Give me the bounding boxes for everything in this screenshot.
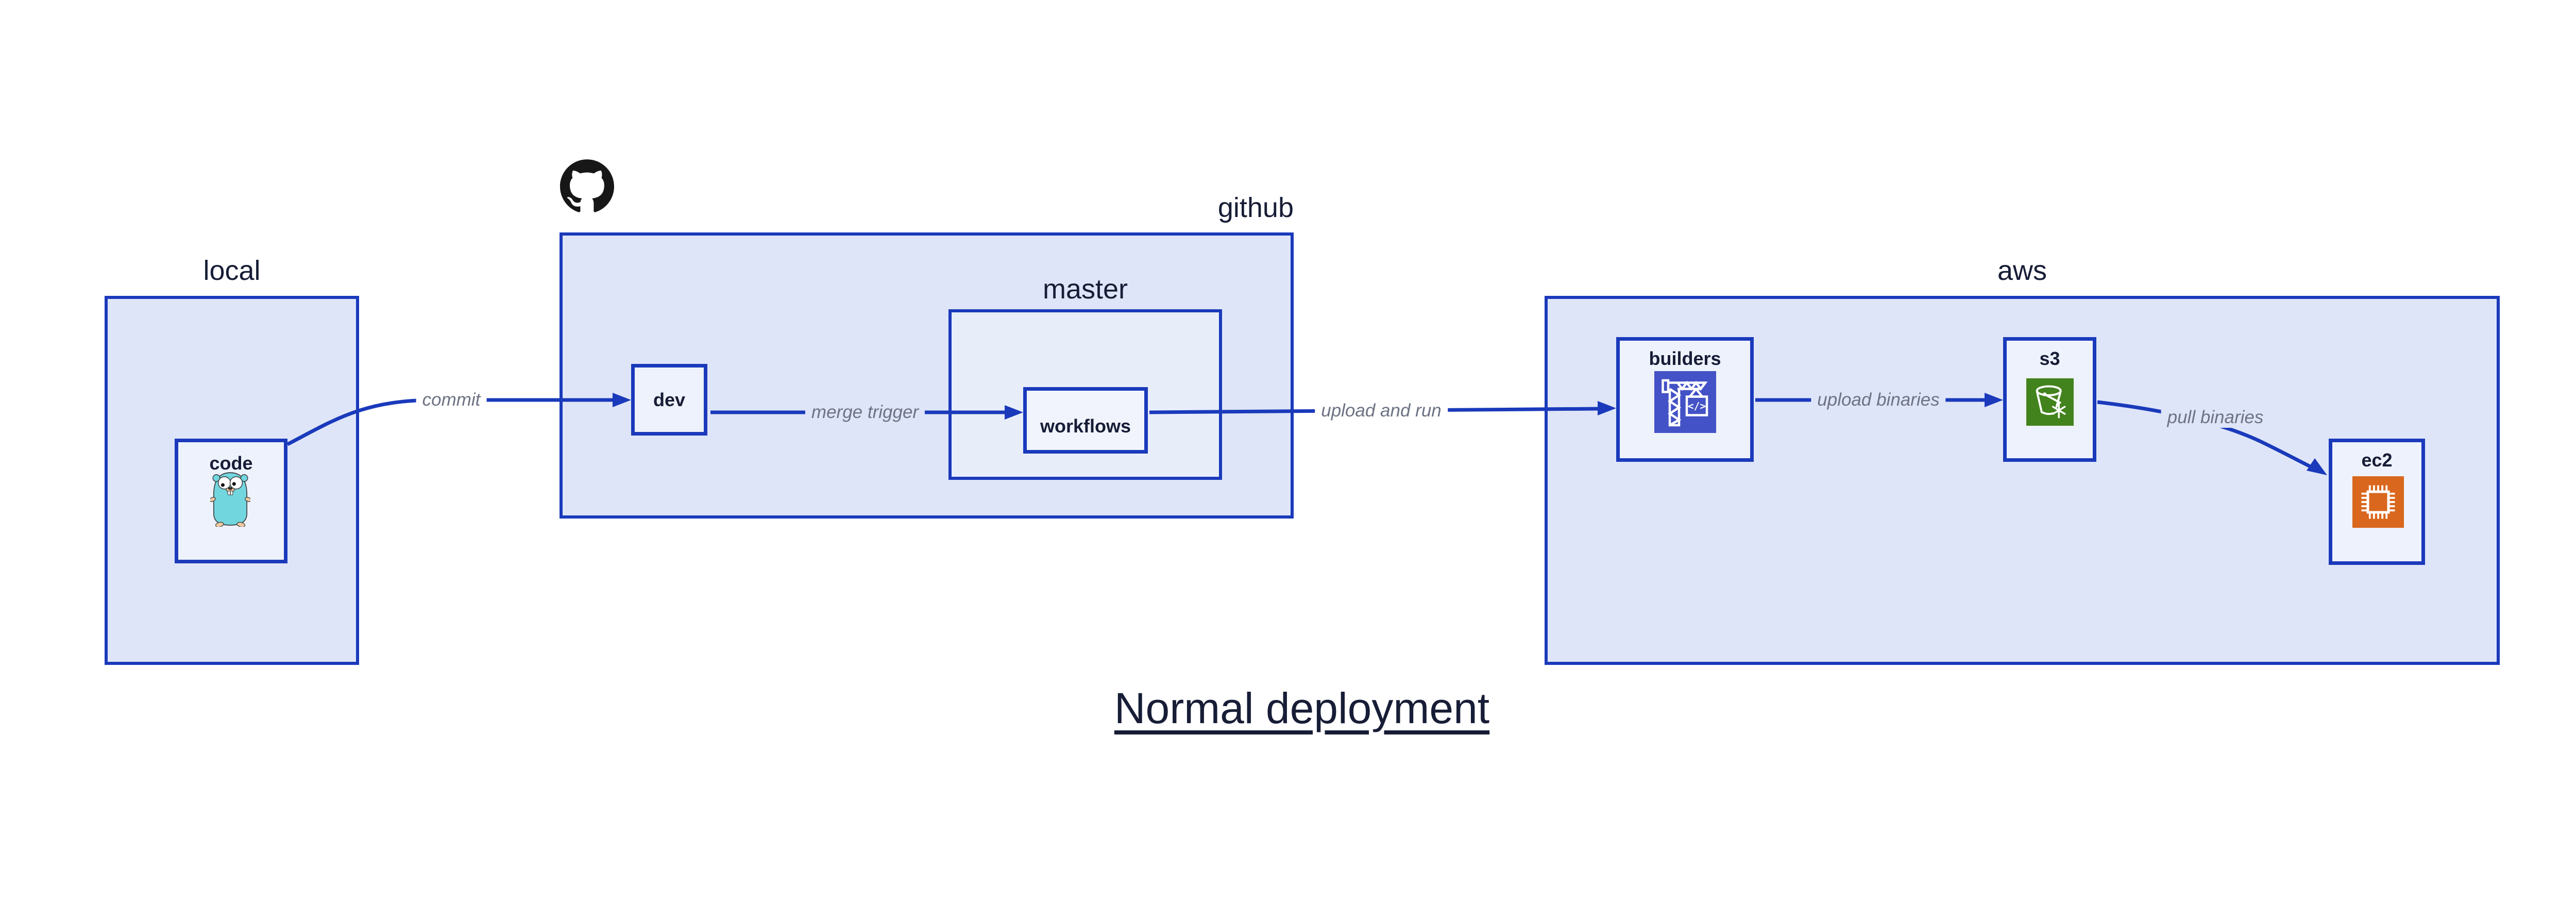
- s3-glacier-bucket-icon: [2026, 378, 2074, 426]
- edge-label-commit: commit: [416, 390, 487, 410]
- node-dev-label: dev: [653, 389, 686, 410]
- codebuild-crane-icon: </>: [1654, 371, 1716, 433]
- node-builders: builders </>: [1616, 337, 1754, 462]
- edge-label-merge-trigger: merge trigger: [805, 402, 925, 423]
- node-dev: dev: [631, 364, 707, 436]
- edge-label-pull-binaries: pull binaries: [2161, 407, 2270, 428]
- node-workflows: workflows: [1023, 387, 1148, 454]
- octocat-icon: [560, 159, 614, 212]
- node-code-label: code: [209, 453, 253, 474]
- aws-group-label: aws: [1997, 255, 2047, 286]
- node-code: code: [175, 439, 287, 563]
- diagram-title: Normal deployment: [1114, 684, 1490, 732]
- node-ec2: ec2: [2329, 439, 2425, 565]
- ec2-chip-icon: [2352, 476, 2404, 528]
- node-s3-label: s3: [2039, 348, 2060, 369]
- github-group-label: github: [1217, 192, 1294, 223]
- node-builders-label: builders: [1649, 348, 1721, 369]
- node-s3: s3: [2003, 337, 2096, 462]
- codebuild-code-glyph: </>: [1688, 400, 1706, 412]
- master-group-label: master: [1042, 274, 1128, 305]
- go-gopher-icon: [210, 472, 250, 527]
- edge-label-upload-and-run: upload and run: [1315, 400, 1448, 421]
- edge-label-upload-binaries: upload binaries: [1811, 390, 1946, 410]
- local-group-label: local: [203, 255, 261, 286]
- node-ec2-label: ec2: [2361, 449, 2393, 471]
- node-workflows-label: workflows: [1040, 415, 1131, 437]
